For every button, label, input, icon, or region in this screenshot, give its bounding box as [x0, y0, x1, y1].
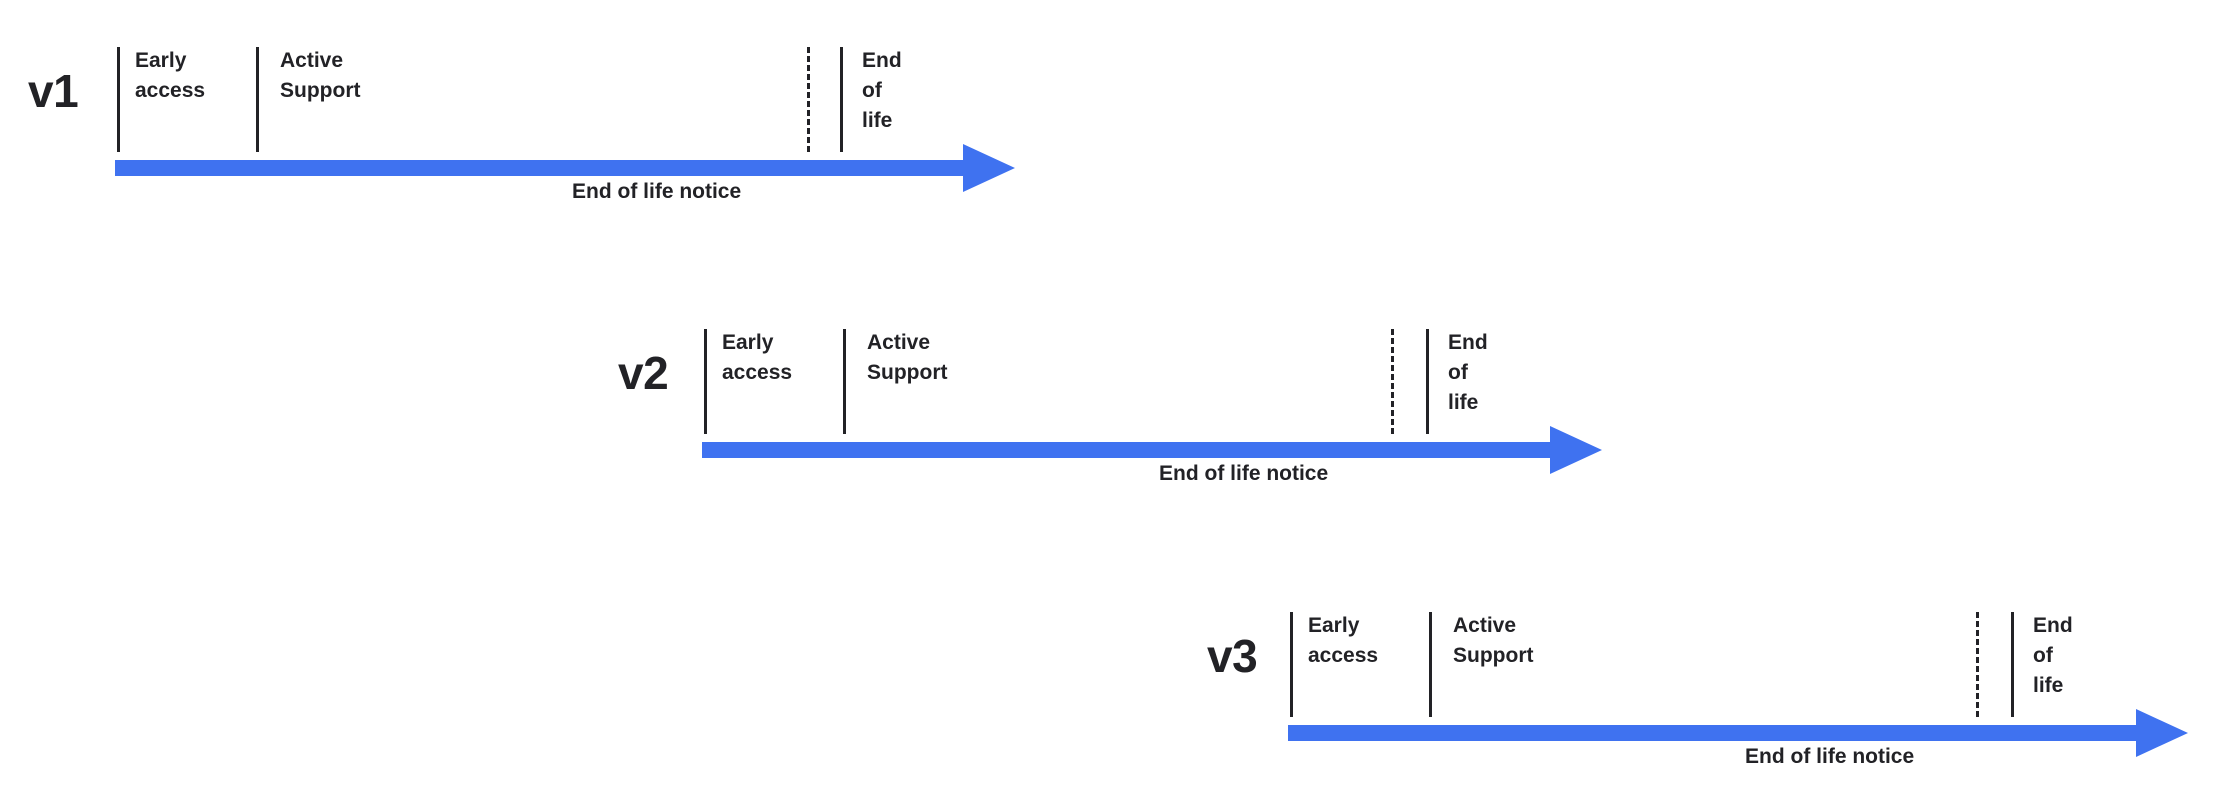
boundary-eol-notice-v1 [807, 47, 810, 152]
phase-label-early-access-v1: Early access [135, 49, 206, 102]
lifecycle-arrow-v1 [115, 144, 1015, 192]
boundary-early-access-end-v3 [1429, 612, 1432, 717]
boundary-start-v1 [117, 47, 120, 152]
boundary-end-of-life-v3 [2011, 612, 2014, 717]
phase-label-early-access-v2: Early access [722, 331, 793, 384]
lifecycle-arrow-v3 [1288, 709, 2188, 757]
boundary-eol-notice-v3 [1976, 612, 1979, 717]
boundary-start-v3 [1290, 612, 1293, 717]
phase-label-active-support-v3: Active Support [1453, 614, 1534, 667]
phase-label-end-of-life-v2: End of life [1448, 331, 1488, 414]
boundary-end-of-life-v1 [840, 47, 843, 152]
phase-label-active-support-v2: Active Support [867, 331, 948, 384]
boundary-end-of-life-v2 [1426, 329, 1429, 434]
version-label-v2: v2 [618, 347, 669, 399]
notice-label-v1: End of life notice [572, 180, 742, 203]
lifecycle-arrow-v2 [702, 426, 1602, 474]
phase-label-end-of-life-v3: End of life [2033, 614, 2073, 697]
notice-label-v2: End of life notice [1159, 462, 1329, 485]
phase-label-active-support-v1: Active Support [280, 49, 361, 102]
version-label-v3: v3 [1207, 630, 1258, 682]
phase-label-end-of-life-v1: End of life [862, 49, 902, 132]
boundary-early-access-end-v1 [256, 47, 259, 152]
notice-label-v3: End of life notice [1745, 745, 1915, 768]
phase-label-early-access-v3: Early access [1308, 614, 1379, 667]
boundary-start-v2 [704, 329, 707, 434]
version-label-v1: v1 [28, 65, 79, 117]
boundary-eol-notice-v2 [1391, 329, 1394, 434]
boundary-early-access-end-v2 [843, 329, 846, 434]
